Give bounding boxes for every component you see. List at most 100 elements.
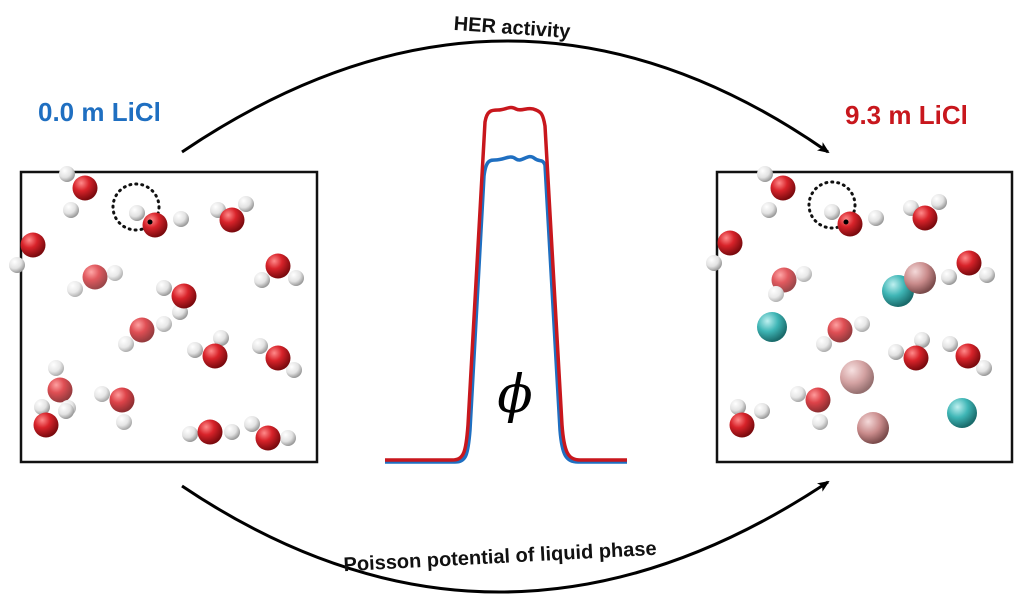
- water-molecule: [254, 253, 304, 288]
- hydrogen-atom: [156, 316, 172, 332]
- chloride-ion: [947, 398, 977, 428]
- water-molecule: [210, 196, 254, 233]
- bottom-arrow-label: Poisson potential of liquid phase: [343, 538, 657, 576]
- lithium-ion: [904, 262, 936, 294]
- phi-symbol: ϕ: [497, 365, 532, 425]
- hydrogen-atom: [173, 211, 189, 227]
- hydrogen-atom: [286, 362, 302, 378]
- oxygen-atom: [82, 264, 108, 290]
- water-molecule: [790, 386, 831, 430]
- oxygen-atom: [265, 253, 291, 279]
- water-molecule: [94, 386, 135, 430]
- potential-curve-0m: [385, 154, 627, 464]
- oxygen-atom: [20, 232, 46, 258]
- hydrogen-atom: [252, 338, 268, 354]
- hydrogen-atom: [888, 344, 904, 360]
- oxygen-atom: [837, 211, 863, 237]
- hydrogen-atom: [59, 166, 75, 182]
- water-molecule: [252, 338, 302, 378]
- hydrogen-atom: [706, 255, 722, 271]
- water-molecule: [156, 280, 197, 320]
- hydrogen-atom: [58, 403, 74, 419]
- top-arrow-label: HER activity: [453, 13, 572, 43]
- oxygen-atom: [255, 425, 281, 451]
- oxygen-atom: [717, 230, 743, 256]
- water-molecule: [824, 204, 884, 237]
- dotted-marker-circle: [111, 182, 161, 232]
- hydrogen-atom: [854, 316, 870, 332]
- potential-curve-9m: [385, 105, 627, 462]
- oxygen-atom: [33, 412, 59, 438]
- water-molecule: [33, 399, 74, 438]
- water-molecule: [118, 316, 172, 352]
- hydrogen-atom: [187, 342, 203, 358]
- oxygen-atom: [827, 317, 853, 343]
- hydrogen-atom: [942, 336, 958, 352]
- hydrogen-atom: [156, 280, 172, 296]
- oxygen-atom: [72, 175, 98, 201]
- oxygen-atom: [197, 419, 223, 445]
- water-molecule: [9, 232, 46, 273]
- hydrogen-atom: [224, 424, 240, 440]
- hydrogen-atom: [824, 204, 840, 220]
- hydrogen-atom: [244, 416, 260, 432]
- hydrogen-atom: [48, 360, 64, 376]
- marked-proton-dot: [843, 219, 849, 225]
- hydrogen-atom: [914, 332, 930, 348]
- water-molecule: [182, 419, 240, 445]
- hydrogen-atom: [757, 166, 773, 182]
- left-panel-molecules: [9, 166, 304, 451]
- hydrogen-atom: [238, 196, 254, 212]
- water-molecule: [941, 250, 995, 285]
- water-molecule: [706, 230, 743, 271]
- water-molecule: [757, 166, 796, 218]
- water-molecule: [729, 399, 770, 438]
- oxygen-atom: [142, 212, 168, 238]
- oxygen-atom: [202, 343, 228, 369]
- hydrogen-atom: [288, 270, 304, 286]
- right-panel-box: [715, 170, 1014, 464]
- hydrogen-atom: [63, 202, 79, 218]
- water-molecule: [59, 166, 98, 218]
- water-molecule: [903, 194, 947, 231]
- water-molecule: [67, 264, 123, 297]
- hydrogen-atom: [94, 386, 110, 402]
- oxygen-atom: [729, 412, 755, 438]
- left-panel-label: 0.0 m LiCl: [38, 97, 161, 127]
- water-molecule: [187, 330, 229, 369]
- hydrogen-atom: [34, 399, 50, 415]
- water-molecule: [768, 266, 812, 302]
- hydrogen-atom: [280, 430, 296, 446]
- hydrogen-atom: [182, 426, 198, 442]
- hydrogen-atom: [976, 360, 992, 376]
- lithium-ion: [857, 412, 889, 444]
- water-molecule: [942, 336, 992, 376]
- bottom-arrow: [181, 480, 830, 594]
- top-arrow: [181, 39, 830, 154]
- oxygen-atom: [219, 207, 245, 233]
- oxygen-atom: [903, 345, 929, 371]
- hydrogen-atom: [812, 414, 828, 430]
- oxygen-atom: [171, 283, 197, 309]
- hydrogen-atom: [116, 414, 132, 430]
- hydrogen-atom: [868, 210, 884, 226]
- oxygen-atom: [47, 377, 73, 403]
- hydrogen-atom: [754, 403, 770, 419]
- hydrogen-atom: [790, 386, 806, 402]
- left-panel-box: [19, 170, 319, 464]
- hydrogen-atom: [931, 194, 947, 210]
- water-molecule: [816, 316, 870, 352]
- oxygen-atom: [770, 175, 796, 201]
- hydrogen-atom: [979, 267, 995, 283]
- hydrogen-atom: [761, 202, 777, 218]
- oxygen-atom: [956, 250, 982, 276]
- lithium-ion: [840, 360, 874, 394]
- marked-proton-dot: [147, 219, 153, 225]
- hydrogen-atom: [730, 399, 746, 415]
- center-plot: ϕ: [385, 105, 627, 464]
- hydrogen-atom: [118, 336, 134, 352]
- dotted-marker-circle: [807, 180, 857, 230]
- oxygen-atom: [129, 317, 155, 343]
- hydrogen-atom: [67, 281, 83, 297]
